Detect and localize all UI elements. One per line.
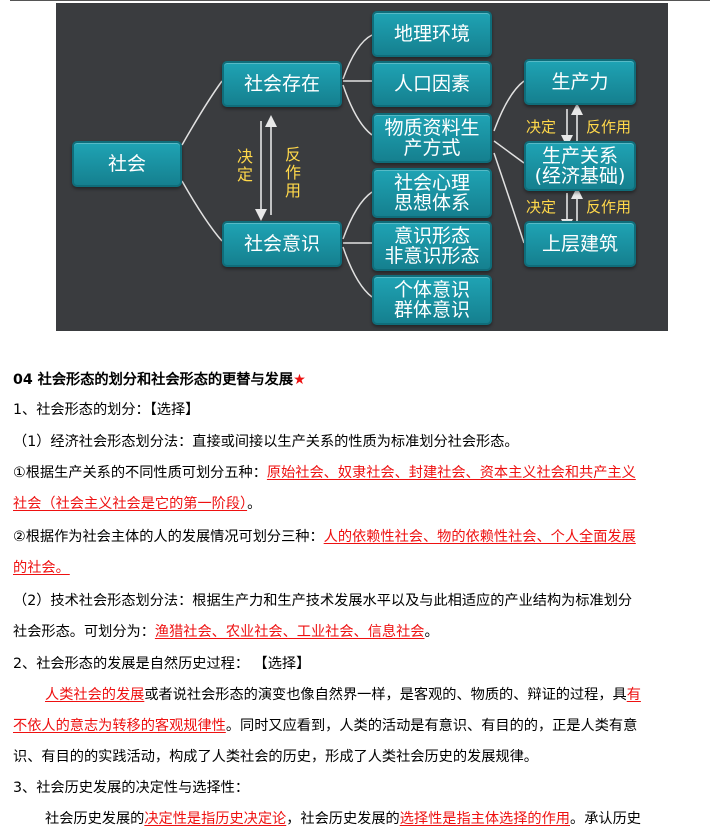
para-10-highlight-end: 有 bbox=[626, 687, 641, 703]
para-11-highlight: 不依人的意志为转移的客观规律性 bbox=[13, 718, 226, 734]
node-productive-forces: 生产力 bbox=[524, 59, 636, 105]
para-10-highlight: 人类社会的发展 bbox=[45, 687, 145, 703]
para-1: 1、社会形态的划分：【选择】 bbox=[13, 402, 200, 418]
node-social-consciousness: 社会意识 bbox=[222, 221, 342, 267]
node-production-relations: 生产关系 (经济基础) bbox=[524, 141, 636, 191]
label-reacts-vertical: 反作用 bbox=[284, 145, 301, 200]
para-11: 不依人的意志为转移的客观规律性。同时又应看到，人类的活动是有意识、有目的的，正是… bbox=[13, 716, 637, 736]
top-rule bbox=[10, 0, 710, 1]
para-3-text: ①根据生产关系的不同性质可划分五种： bbox=[13, 465, 267, 481]
node-superstructure: 上层建筑 bbox=[524, 221, 636, 267]
para-8-text: 社会形态。可划分为： bbox=[13, 624, 155, 640]
node-social-psychology: 社会心理 思想体系 bbox=[372, 168, 492, 218]
node-social-existence: 社会存在 bbox=[222, 61, 342, 107]
para-14-text-c: 。承认历史 bbox=[570, 811, 641, 827]
label-reacts-1: 反作用 bbox=[586, 118, 632, 136]
para-10-text: 或者说社会形态的演变也像自然界一样，是客观的、物质的、辩证的过程，具 bbox=[144, 687, 627, 703]
node-ideology: 意识形态 非意识形态 bbox=[372, 221, 492, 271]
concept-diagram: 社会 社会存在 社会意识 地理环境 人口因素 物质资料生 产方式 社会心理 思想… bbox=[56, 3, 668, 331]
para-4-highlight: 社会（社会主义社会是它的第一阶段） bbox=[13, 496, 248, 512]
label-reacts-2: 反作用 bbox=[586, 198, 632, 216]
para-8: 社会形态。可划分为：渔猎社会、农业社会、工业社会、信息社会。 bbox=[13, 622, 439, 642]
label-decides-2: 决定 bbox=[526, 198, 557, 216]
para-8-end: 。 bbox=[424, 624, 439, 640]
para-11-text: 。同时又应看到，人类的活动是有意识、有目的的，正是人类有意 bbox=[225, 718, 638, 734]
para-4: 社会（社会主义社会是它的第一阶段）。 bbox=[13, 494, 261, 514]
para-13: 3、社会历史发展的决定性与选择性： bbox=[13, 780, 250, 796]
section-heading: 04 社会形态的划分和社会形态的更替与发展★ bbox=[13, 370, 306, 390]
para-7: （2）技术社会形态划分法：根据生产力和生产技术发展水平以及与此相适应的产业结构为… bbox=[13, 593, 633, 609]
para-6: 的社会。 bbox=[13, 558, 70, 578]
node-material-production: 物质资料生 产方式 bbox=[372, 113, 492, 163]
heading-text: 04 社会形态的划分和社会形态的更替与发展 bbox=[13, 372, 294, 388]
node-geo-env: 地理环境 bbox=[372, 11, 492, 57]
para-3-highlight: 原始社会、奴隶社会、封建社会、资本主义社会和共产主义 bbox=[266, 465, 636, 481]
para-14-highlight-a: 决定性是指历史决定论 bbox=[144, 811, 287, 827]
para-14-highlight-b: 选择性是指主体选择的作用 bbox=[399, 811, 570, 827]
para-14: 社会历史发展的决定性是指历史决定论，社会历史发展的选择性是指主体选择的作用。承认… bbox=[45, 809, 641, 829]
para-14-text-a: 社会历史发展的 bbox=[45, 811, 145, 827]
para-3: ①根据生产关系的不同性质可划分五种：原始社会、奴隶社会、封建社会、资本主义社会和… bbox=[13, 463, 636, 483]
label-decides-vertical: 决定 bbox=[236, 147, 253, 184]
para-10: 人类社会的发展或者说社会形态的演变也像自然界一样，是客观的、物质的、辩证的过程，… bbox=[45, 685, 641, 705]
para-12: 识、有目的的实践活动，构成了人类社会的历史，形成了人类社会历史的发展规律。 bbox=[13, 749, 538, 765]
label-decides-1: 决定 bbox=[526, 118, 557, 136]
node-population: 人口因素 bbox=[372, 61, 492, 107]
connector-lines bbox=[181, 34, 583, 298]
star-icon: ★ bbox=[293, 372, 306, 388]
node-individual-group: 个体意识 群体意识 bbox=[372, 275, 492, 325]
para-6-highlight: 的社会。 bbox=[13, 560, 70, 576]
para-14-text-b: ，社会历史发展的 bbox=[286, 811, 400, 827]
para-8-highlight: 渔猎社会、农业社会、工业社会、信息社会 bbox=[154, 624, 425, 640]
para-2: （1）经济社会形态划分法：直接或间接以生产关系的性质为标准划分社会形态。 bbox=[13, 434, 519, 450]
node-society: 社会 bbox=[72, 141, 182, 187]
para-9: 2、社会形态的发展是自然历史过程： 【选择】 bbox=[13, 656, 311, 672]
para-5-highlight: 人的依赖性社会、物的依赖性社会、个人全面发展 bbox=[323, 529, 636, 545]
para-5: ②根据作为社会主体的人的发展情况可划分三种：人的依赖性社会、物的依赖性社会、个人… bbox=[13, 527, 636, 547]
para-5-text: ②根据作为社会主体的人的发展情况可划分三种： bbox=[13, 529, 324, 545]
para-4-text: 。 bbox=[247, 496, 262, 512]
